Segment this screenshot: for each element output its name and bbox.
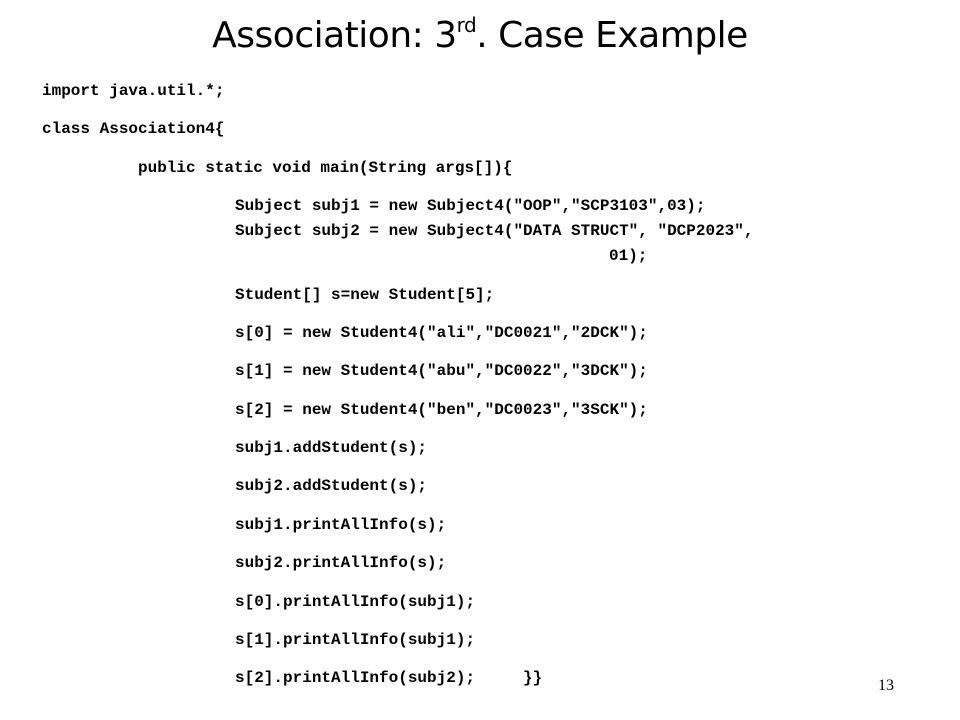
code-line: subj2.printAllInfo(s);	[235, 554, 447, 572]
code-line: subj1.addStudent(s);	[235, 439, 428, 457]
title-superscript: rd	[456, 13, 477, 37]
code-line: s[1] = new Student4("abu","DC0022","3DCK…	[235, 362, 648, 380]
code-line: Subject subj2 = new Subject4("DATA STRUC…	[235, 222, 754, 240]
code-line: Student[] s=new Student[5];	[235, 286, 495, 304]
code-line: s[0].printAllInfo(subj1);	[235, 593, 476, 611]
code-line: import java.util.*;	[42, 82, 225, 100]
slide-title: Association: 3rd. Case Example	[0, 12, 960, 60]
code-line: s[2].printAllInfo(subj2); }}	[235, 669, 543, 687]
code-line: subj2.addStudent(s);	[235, 477, 428, 495]
code-line: s[2] = new Student4("ben","DC0023","3SCK…	[235, 401, 648, 419]
code-line: public static void main(String args[]){	[138, 159, 513, 177]
code-line: s[0] = new Student4("ali","DC0021","2DCK…	[235, 324, 648, 342]
page-number: 13	[878, 677, 894, 694]
code-line: 01);	[609, 247, 648, 265]
code-line: Subject subj1 = new Subject4("OOP","SCP3…	[235, 197, 706, 215]
title-main: Association: 3	[212, 15, 457, 56]
code-line: class Association4{	[42, 120, 225, 138]
code-line: s[1].printAllInfo(subj1);	[235, 631, 476, 649]
code-line: subj1.printAllInfo(s);	[235, 516, 447, 534]
title-rest: . Case Example	[476, 15, 748, 56]
